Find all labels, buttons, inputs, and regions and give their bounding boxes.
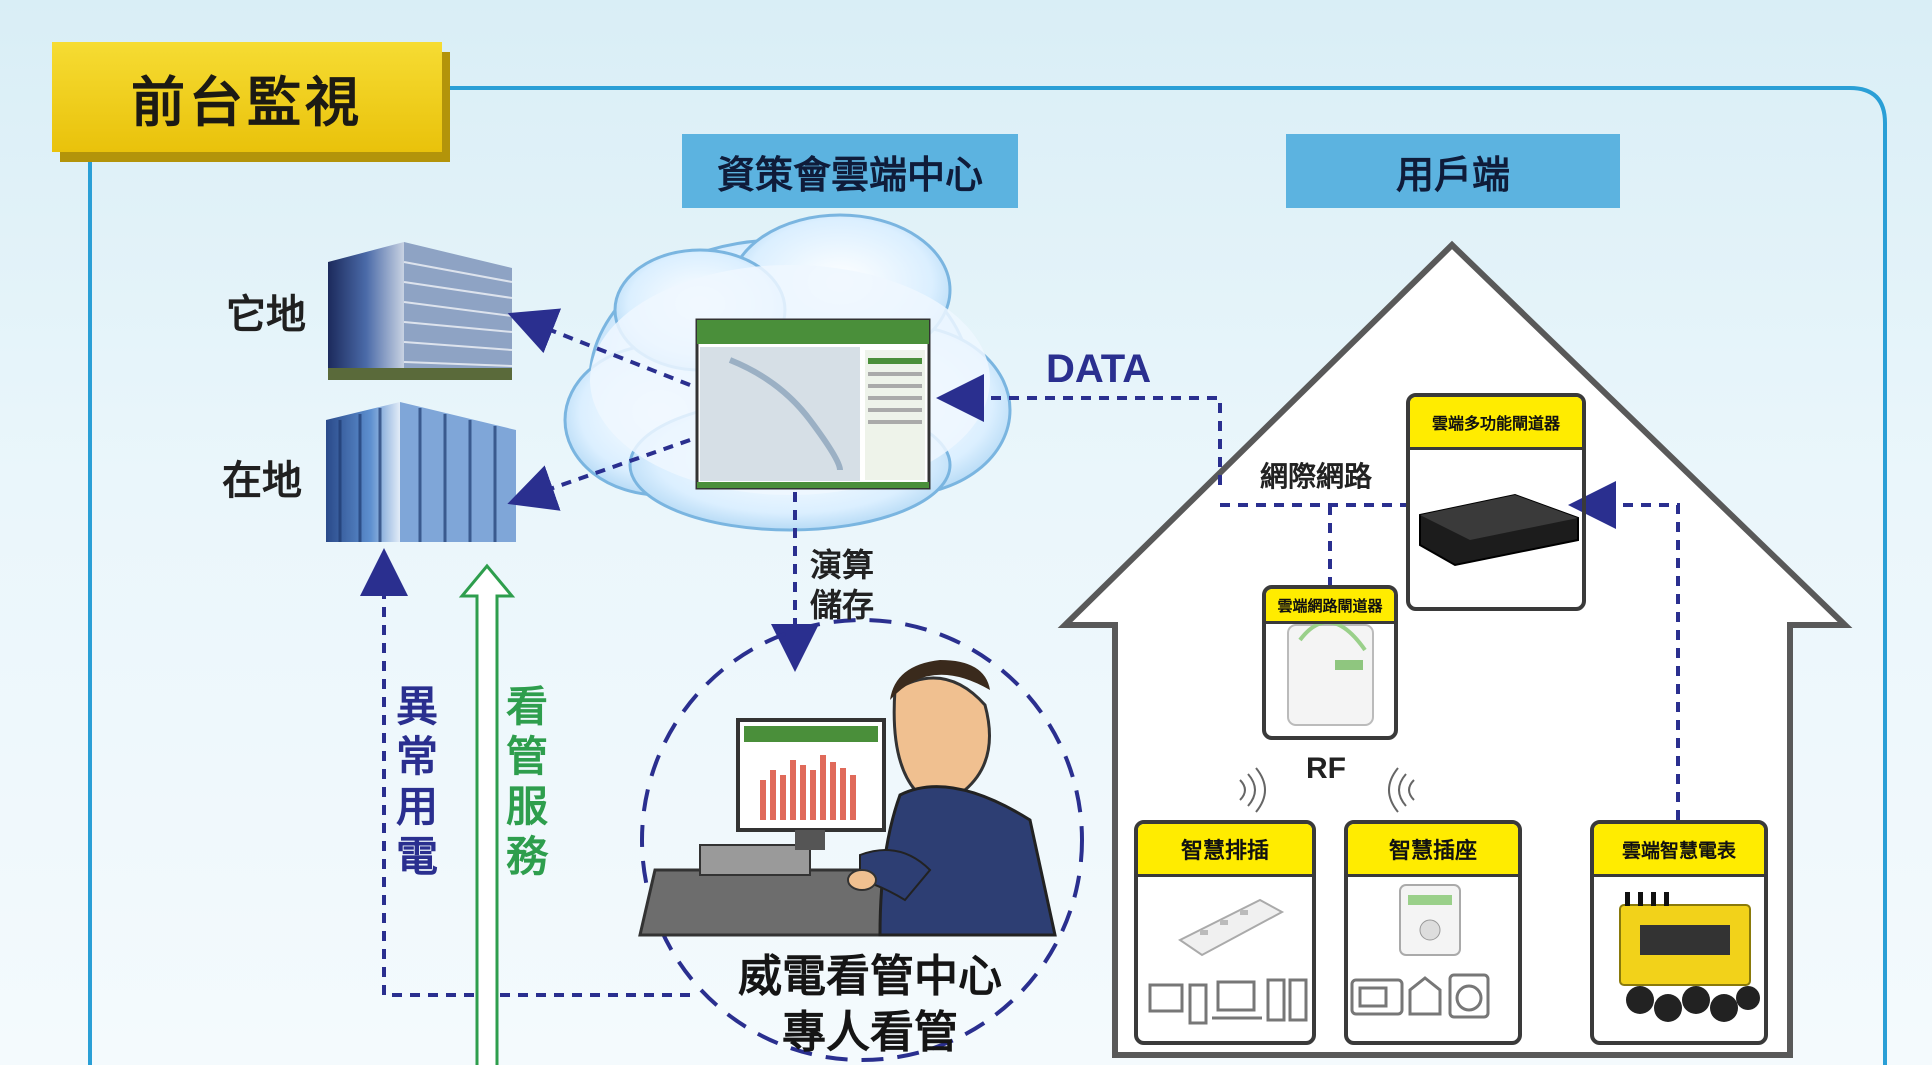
smart-socket-device [1399, 884, 1461, 956]
smart-meter-device [1619, 892, 1760, 1022]
cloud-monitor-screen [695, 318, 931, 490]
network-gateway-device [1287, 620, 1374, 726]
network-gateway-box: 雲端網路閘道器 [1262, 585, 1398, 740]
multi-gateway-device [1419, 493, 1579, 567]
socket-appliances-icons [1350, 973, 1490, 1019]
smart-meter-title: 雲端智慧電表 [1594, 824, 1764, 877]
service-char: 看 [505, 682, 548, 731]
smart-socket-box: 智慧插座 [1344, 820, 1522, 1045]
data-flow-label: DATA [1046, 347, 1152, 391]
strip-appliances-icons [1148, 978, 1308, 1025]
service-char: 務 [505, 832, 548, 881]
smart-strip-box: 智慧排插 [1134, 820, 1316, 1045]
power-strip-device [1178, 898, 1285, 957]
store-label: 儲存 [810, 586, 875, 624]
monitor-center-subtitle: 專人看管 [782, 1007, 958, 1058]
abnormal-usage-label: 異 常 用 電 [392, 682, 442, 882]
local-site-label: 在地 [222, 458, 302, 504]
arrow-abnormal-to-local [360, 548, 690, 997]
frame-border [440, 86, 1887, 1065]
service-char: 管 [505, 732, 548, 781]
multi-gateway-title: 雲端多功能閘道器 [1410, 397, 1582, 450]
remote-site-label: 它地 [226, 292, 306, 338]
local-building [326, 402, 516, 542]
rf-label: RF [1306, 752, 1346, 785]
arrow-data-to-cloud [936, 374, 1222, 485]
cloud-center-label: 資策會雲端中心 [682, 134, 1018, 208]
network-gateway-title: 雲端網路閘道器 [1266, 589, 1394, 624]
service-char: 服 [505, 782, 548, 831]
compute-label: 演算 [810, 546, 875, 584]
service-arrow [458, 563, 516, 1065]
internet-label: 網際網路 [1260, 460, 1373, 493]
smart-meter-box: 雲端智慧電表 [1590, 820, 1768, 1045]
abnormal-char: 電 [395, 832, 438, 881]
monitor-center-circle [640, 618, 1084, 1062]
monitor-center-title: 威電看管中心 [738, 951, 1002, 1002]
abnormal-char: 用 [395, 782, 438, 831]
smart-socket-title: 智慧插座 [1348, 824, 1518, 877]
service-label: 看 管 服 務 [502, 682, 552, 882]
abnormal-char: 異 [395, 682, 438, 731]
remote-building [328, 242, 513, 380]
multi-gateway-box: 雲端多功能閘道器 [1406, 393, 1586, 611]
arrow-meter-to-gateway [1568, 481, 1680, 820]
page-title: 前台監視 [52, 42, 442, 152]
abnormal-char: 常 [395, 732, 438, 781]
user-end-label: 用戶端 [1286, 134, 1620, 208]
smart-strip-title: 智慧排插 [1138, 824, 1312, 877]
operator-illustration [638, 660, 1057, 937]
